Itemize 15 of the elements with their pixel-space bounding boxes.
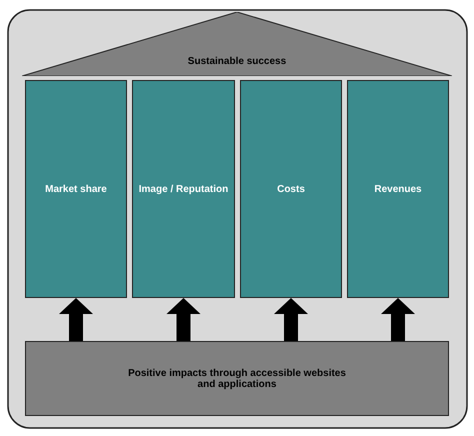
pillar-label: Costs — [277, 184, 305, 194]
pillar-box — [240, 80, 342, 298]
pillar-box — [132, 80, 235, 298]
pillar-label: Image / Reputation — [138, 184, 228, 194]
block-arrow — [274, 298, 308, 341]
foundation-label: Positive impacts through accessible websites and applications — [127, 368, 347, 390]
block-arrow — [166, 298, 200, 341]
roof-label: Sustainable success — [188, 56, 286, 67]
block-arrow — [59, 298, 93, 341]
pillar-box — [25, 80, 127, 298]
pillar-box — [347, 80, 449, 298]
pillar-label: Revenues — [374, 184, 422, 194]
pillar-label: Market share — [45, 184, 107, 194]
foundation-box — [25, 341, 449, 416]
block-arrow — [381, 298, 415, 341]
